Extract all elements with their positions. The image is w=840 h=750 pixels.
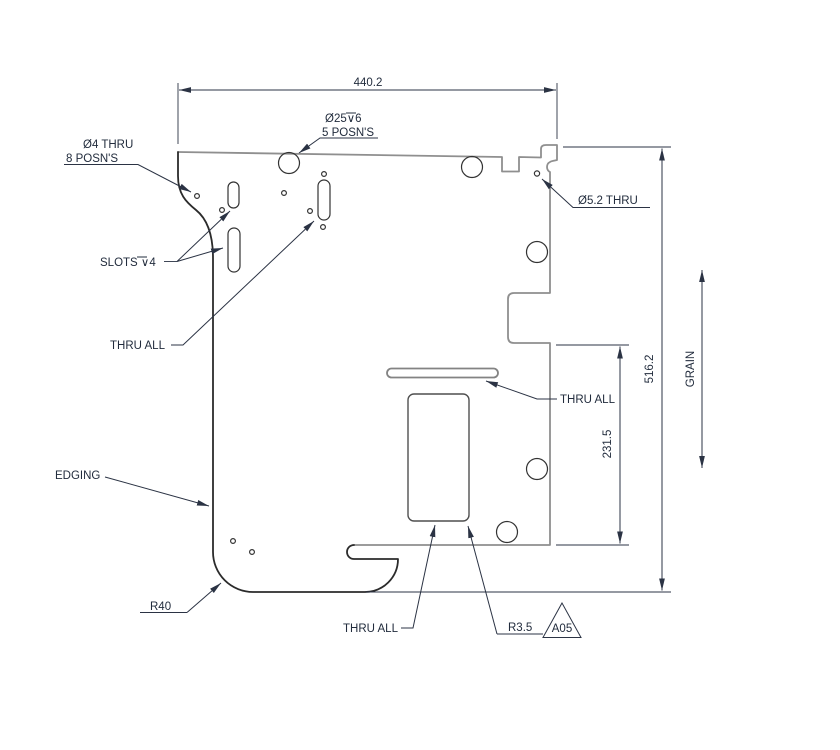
vertical-slot-2 xyxy=(227,227,241,273)
note-thru-all-bottom: THRU ALL xyxy=(343,524,436,635)
note-hole4-line1: Ø4 THRU xyxy=(83,139,133,151)
small-hole-1 xyxy=(194,193,201,200)
hole-5-2 xyxy=(533,170,541,177)
counterbore-hole-2 xyxy=(460,155,484,179)
vertical-slot-1 xyxy=(227,181,240,209)
dimension-inner-height: 231.5 xyxy=(556,344,629,546)
note-r40-label: R40 xyxy=(150,601,171,613)
revision-flag-triangle xyxy=(542,601,582,638)
note-r40: R40 xyxy=(140,582,222,613)
note-thru-all-left: THRU ALL xyxy=(110,220,315,352)
note-r35-label: R3.5 xyxy=(508,622,532,634)
note-r35: R3.5 xyxy=(467,525,543,635)
note-slots: SLOTS ∨4 xyxy=(100,210,231,269)
small-hole-4 xyxy=(307,208,314,215)
dim-height-value: 516.2 xyxy=(644,355,656,384)
counterbore-hole-3 xyxy=(525,240,549,264)
note-hole52: Ø5.2 THRU xyxy=(541,178,650,208)
counterbore-hole-4 xyxy=(525,457,549,481)
small-hole-8 xyxy=(249,548,256,555)
dimension-overall-width: 440.2 xyxy=(177,77,558,144)
grain-label: GRAIN xyxy=(685,351,697,387)
note-hole4-line2: 8 POSN'S xyxy=(66,153,118,165)
dimension-overall-height: 516.2 xyxy=(366,146,671,593)
small-hole-7 xyxy=(230,537,237,544)
vertical-slot-3 xyxy=(317,179,331,221)
counterbore-hole-1 xyxy=(277,151,301,175)
revision-flag-label: A05 xyxy=(552,623,572,635)
small-hole-2 xyxy=(219,207,226,214)
part-outline-top-right xyxy=(177,144,558,546)
small-hole-3 xyxy=(281,190,288,197)
note-thru-all-left-label: THRU ALL xyxy=(110,340,166,352)
small-hole-5 xyxy=(321,171,328,178)
rectangular-cutout xyxy=(407,393,470,522)
note-hole52-label: Ø5.2 THRU xyxy=(578,195,638,207)
dim-width-value: 440.2 xyxy=(354,77,383,89)
note-edging: EDGING xyxy=(55,470,210,507)
note-counterbore: Ø25∨6 5 POSN'S xyxy=(298,112,378,154)
grain-direction: GRAIN xyxy=(685,269,705,469)
note-hole4: Ø4 THRU 8 POSN'S xyxy=(64,139,192,193)
note-thru-all-bottom-label: THRU ALL xyxy=(343,623,399,635)
note-edging-label: EDGING xyxy=(55,470,100,482)
small-hole-6 xyxy=(320,224,327,231)
thin-horizontal-slot xyxy=(386,367,499,379)
note-thru-all-right-label: THRU ALL xyxy=(560,394,616,406)
revision-flag: A05 xyxy=(542,601,582,638)
dim-inner-height-value: 231.5 xyxy=(602,430,614,459)
note-counterbore-line1: Ø25∨6 xyxy=(325,113,362,125)
note-slots-label: SLOTS ∨4 xyxy=(100,257,156,269)
note-thru-all-right: THRU ALL xyxy=(485,380,616,406)
note-counterbore-line2: 5 POSN'S xyxy=(322,127,374,139)
counterbore-hole-5 xyxy=(495,520,519,544)
part-outline-left-bottom xyxy=(177,151,399,593)
